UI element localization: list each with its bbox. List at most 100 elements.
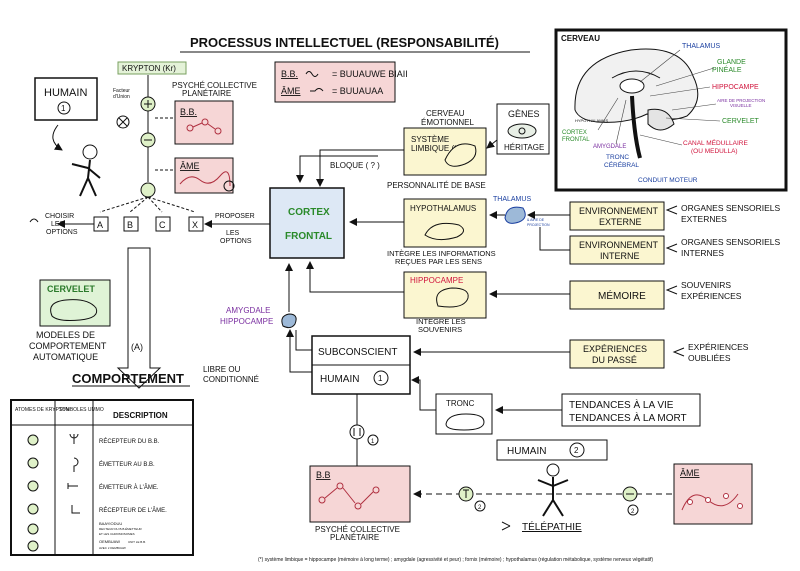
svg-text:= BUUAUWE BIAII: = BUUAUWE BIAII [332, 69, 408, 79]
svg-text:(OU MEDULLA): (OU MEDULLA) [691, 148, 738, 155]
svg-text:HYPOTHALAMUS: HYPOTHALAMUS [410, 204, 476, 213]
svg-text:FRONTAL: FRONTAL [285, 231, 332, 242]
integre-info-2: REÇUES PAR LES SENS [395, 257, 482, 266]
svg-text:ÂME: ÂME [180, 161, 200, 171]
human-figure-2 [537, 463, 569, 517]
human-figure-1 [71, 144, 101, 197]
svg-text:CONDUIT MOTEUR: CONDUIT MOTEUR [638, 177, 698, 184]
proposer-1: PROPOSER [215, 213, 255, 220]
svg-text:GLANDE: GLANDE [717, 59, 746, 66]
organes-int-2: INTERNES [681, 248, 724, 258]
integre-souv-2: SOUVENIRS [418, 325, 462, 334]
svg-text:GÈNES: GÈNES [508, 109, 540, 119]
thalamus-small-label: THALAMUS [493, 196, 531, 203]
svg-text:LIMBIQUE (*): LIMBIQUE (*) [411, 144, 460, 153]
proposer-2: LES [226, 230, 240, 237]
integre-souv-1: INTÈGRE LES [416, 317, 466, 326]
svg-text:1: 1 [61, 104, 66, 113]
bloque-label: BLOQUE ( ? ) [330, 161, 380, 170]
telepathie-label: TÉLÉPATHIE [522, 520, 582, 533]
amygdale-label-2: HIPPOCAMPE [220, 317, 273, 326]
thalamus-shape [504, 206, 526, 224]
svg-text:CANAL MÉDULLAIRE: CANAL MÉDULLAIRE [683, 138, 748, 147]
svg-text:HÉRITAGE: HÉRITAGE [504, 143, 544, 152]
hypothalamus-box: HYPOTHALAMUS [403, 198, 487, 248]
cerveau-emo-2: ÉMOTIONNEL [421, 118, 474, 127]
svg-text:ET LES CHROMOSOMES: ET LES CHROMOSOMES [99, 532, 135, 536]
psyche-top-2: PLANÉTAIRE [182, 89, 231, 98]
krypton-symbol-2 [140, 132, 156, 148]
svg-text:ATOMES DE KRYPTON: ATOMES DE KRYPTON [15, 407, 70, 413]
svg-text:OEMBUAW: OEMBUAW [99, 539, 120, 544]
option-c: C [155, 216, 171, 232]
svg-text:AIRE DE PROJECTION: AIRE DE PROJECTION [717, 98, 765, 103]
modeles-3: AUTOMATIQUE [33, 352, 98, 362]
svg-text:INTERNE: INTERNE [600, 251, 640, 261]
svg-text:ENVIRONNEMENT: ENVIRONNEMENT [579, 206, 659, 216]
option-b: B [123, 216, 139, 232]
psyche-bottom-1: PSYCHÉ COLLECTIVE [315, 525, 400, 534]
env-externe-box: ENVIRONNEMENT EXTERNE [569, 201, 665, 231]
modeles-1: MODELES DE [36, 330, 95, 340]
tendances-box: TENDANCES À LA VIE TENDANCES À LA MORT [561, 393, 701, 427]
svg-text:EXTERNE: EXTERNE [599, 217, 642, 227]
svg-text:HIPPOCAMPE: HIPPOCAMPE [410, 276, 463, 285]
svg-text:SYMBOLES UMMO: SYMBOLES UMMO [59, 407, 104, 413]
souvenirs-1: SOUVENIRS [681, 280, 731, 290]
svg-text:SUBCONSCIENT: SUBCONSCIENT [318, 347, 397, 358]
svg-text:HIPPOCAMPE: HIPPOCAMPE [712, 84, 759, 91]
svg-text:A: A [97, 220, 103, 230]
words-box: B.B. = BUUAUWE BIAII ÂME = BUUAUAA [274, 61, 408, 103]
humain-2-box: HUMAIN 2 [496, 439, 608, 461]
krypton-symbol-telepathy [458, 486, 474, 502]
cerveau-emo-1: CERVEAU [426, 109, 465, 118]
svg-text:VISUELLE: VISUELLE [730, 103, 752, 108]
svg-text:HYPOTHALAMUS: HYPOTHALAMUS [575, 118, 608, 123]
svg-text:HUMAIN: HUMAIN [320, 374, 359, 385]
psyche-top-1: PSYCHÉ COLLECTIVE [172, 81, 257, 90]
comportement-label: COMPORTEMENT [72, 371, 184, 386]
ame-box-top: ÂME [174, 157, 235, 194]
organes-ext-2: EXTERNES [681, 214, 727, 224]
svg-text:CERVEAU: CERVEAU [561, 34, 600, 43]
libre-2: CONDITIONNÉ [203, 375, 259, 384]
svg-text:DU PASSÉ: DU PASSÉ [592, 355, 637, 365]
svg-text:PINÉALE: PINÉALE [712, 65, 742, 74]
krypton-label: KRYPTON (Kr) [122, 64, 176, 73]
humain-1-box: HUMAIN 1 [34, 77, 98, 121]
subconscient-box: SUBCONSCIENT HUMAIN 1 [311, 335, 411, 395]
svg-text:CERVELET: CERVELET [47, 284, 95, 294]
memoire-box: MÉMOIRE [569, 280, 665, 310]
relay-1: & AIRE DE [527, 218, 545, 222]
svg-text:1: 1 [378, 374, 383, 383]
krypton-symbol-mid [349, 424, 365, 440]
circle-1-label: 1 [371, 439, 375, 445]
svg-text:ÂME: ÂME [680, 468, 700, 478]
svg-text:X: X [192, 220, 198, 230]
svg-text:BAAYIODUU: BAAYIODUU [99, 521, 122, 526]
exp-oubliees-2: OUBLIÉES [688, 353, 731, 363]
svg-text:CÉRÉBRAL: CÉRÉBRAL [604, 160, 639, 169]
choisir-3: OPTIONS [46, 229, 78, 236]
svg-text:AVEC L'OEMBUAW: AVEC L'OEMBUAW [99, 546, 126, 550]
krypton-symbol-ame [622, 486, 638, 502]
option-x: X [188, 216, 204, 232]
organes-int-1: ORGANES SENSORIELS [681, 237, 781, 247]
bb-box-bottom: B.B [309, 465, 411, 523]
svg-text:FRONTAL: FRONTAL [562, 137, 590, 143]
facteur-label-2: d'Union [113, 94, 130, 100]
page-title: PROCESSUS INTELLECTUEL (RESPONSABILITÉ) [190, 35, 499, 50]
svg-text:AMYGDALE: AMYGDALE [593, 144, 626, 150]
footnote: (*) système limbique = hippocampe (mémoi… [258, 557, 653, 563]
svg-text:B: B [127, 220, 133, 230]
svg-text:MÉMOIRE: MÉMOIRE [598, 289, 646, 302]
comportement-arrow [116, 247, 162, 389]
svg-text:DESCRIPTION: DESCRIPTION [113, 411, 168, 420]
svg-text:RÉCEPTEUR DU B.B.: RÉCEPTEUR DU B.B. [99, 438, 160, 445]
genes-box: GÈNES HÉRITAGE [496, 103, 550, 155]
cortex-frontal-box: CORTEX FRONTAL [269, 187, 345, 259]
svg-text:ÉMETTEUR À L'ÂME.: ÉMETTEUR À L'ÂME. [99, 484, 159, 491]
legend-table: ATOMES DE KRYPTON SYMBOLES UMMO DESCRIPT… [10, 399, 194, 556]
option-a: A [93, 216, 109, 232]
svg-text:B.B.: B.B. [180, 107, 197, 117]
